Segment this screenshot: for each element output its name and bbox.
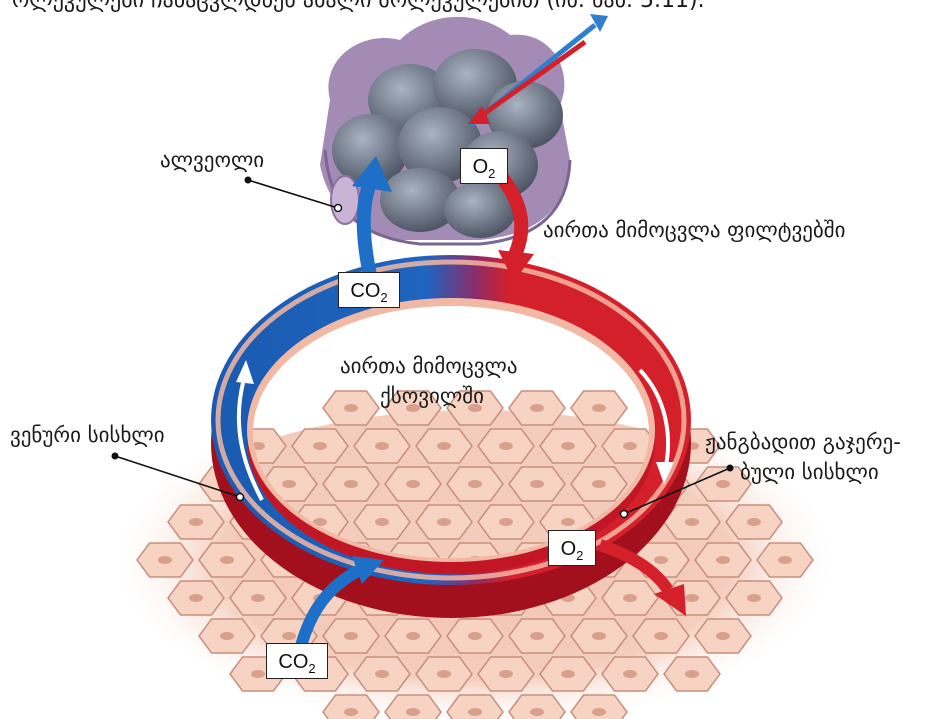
cell-nucleus — [189, 594, 203, 602]
co2-symbol: CO — [278, 651, 308, 673]
cell-nucleus — [158, 556, 172, 564]
cell-nucleus — [437, 670, 451, 678]
cell-nucleus — [499, 670, 513, 678]
co2-tissue-box: CO2 — [266, 643, 328, 679]
cell-nucleus — [344, 404, 358, 412]
cell-nucleus — [778, 556, 792, 564]
o2-subscript: 2 — [576, 548, 583, 563]
cell-nucleus — [654, 632, 668, 640]
cell-nucleus — [747, 518, 761, 526]
cell-nucleus — [499, 442, 513, 450]
oxygenated-blood-line2: ბული სისხლი — [740, 460, 879, 485]
cell-nucleus — [747, 594, 761, 602]
cell-nucleus — [468, 708, 482, 716]
cell-nucleus — [685, 670, 699, 678]
cell-nucleus — [716, 556, 730, 564]
cell-nucleus — [251, 670, 265, 678]
cell-nucleus — [189, 518, 203, 526]
cell-nucleus — [344, 632, 358, 640]
cell-nucleus — [344, 480, 358, 488]
cell-nucleus — [561, 518, 575, 526]
cell-nucleus — [468, 632, 482, 640]
cell-nucleus — [499, 518, 513, 526]
cell-nucleus — [220, 556, 234, 564]
cell-nucleus — [592, 708, 606, 716]
cell-nucleus — [685, 518, 699, 526]
cell-nucleus — [406, 632, 420, 640]
cell-nucleus — [530, 480, 544, 488]
cell-nucleus — [530, 632, 544, 640]
cell-nucleus — [530, 708, 544, 716]
cell-nucleus — [375, 670, 389, 678]
cell-nucleus — [623, 670, 637, 678]
cell-nucleus — [282, 480, 296, 488]
oxygenated-blood-line1: ჟანგბადით გაჯერე- — [705, 430, 901, 455]
cell-nucleus — [592, 404, 606, 412]
o2-tissue-box: O2 — [548, 530, 596, 566]
cell-nucleus — [251, 594, 265, 602]
cell-nucleus — [623, 442, 637, 450]
cell-nucleus — [468, 480, 482, 488]
cell-nucleus — [437, 442, 451, 450]
cell-nucleus — [654, 556, 668, 564]
cell-nucleus — [716, 632, 730, 640]
o2-symbol: O — [473, 156, 489, 178]
co2-alveolus-box: CO2 — [338, 272, 400, 308]
cell-nucleus — [220, 632, 234, 640]
cell-nucleus — [437, 518, 451, 526]
cell-nucleus — [592, 480, 606, 488]
cell-nucleus — [716, 480, 730, 488]
cell-nucleus — [561, 442, 575, 450]
o2-symbol: O — [561, 538, 577, 560]
co2-subscript: 2 — [308, 661, 315, 676]
cell-nucleus — [282, 632, 296, 640]
cell-nucleus — [406, 480, 420, 488]
cell-nucleus — [623, 594, 637, 602]
cell-nucleus — [561, 670, 575, 678]
alveolus-label: ალვეოლი — [160, 148, 264, 173]
co2-to-alveolus-arrow — [364, 178, 372, 285]
alveolus-leader — [248, 180, 338, 208]
exchange-capillaries-line2: ქსოვილში — [380, 384, 484, 409]
cell-nucleus — [530, 404, 544, 412]
venous-blood-label: ვენური სისხლი — [10, 423, 165, 448]
o2-subscript: 2 — [488, 166, 495, 181]
co2-subscript: 2 — [380, 290, 387, 305]
exchange-lungs-label: აირთა მიმოცვლა ფილტვებში — [543, 218, 846, 243]
cell-nucleus — [375, 442, 389, 450]
cell-nucleus — [592, 632, 606, 640]
header-fragment-text: ოლეკულები ჩანაცვლდნენ ახალი მოლეკულებით … — [12, 0, 705, 14]
cell-nucleus — [375, 518, 389, 526]
cell-nucleus — [406, 708, 420, 716]
co2-symbol: CO — [350, 280, 380, 302]
cell-nucleus — [685, 594, 699, 602]
exchange-capillaries-line1: აირთა მიმოცვლა — [340, 354, 518, 379]
o2-alveolus-box: O2 — [460, 148, 508, 184]
cell-nucleus — [344, 708, 358, 716]
cell-nucleus — [313, 442, 327, 450]
